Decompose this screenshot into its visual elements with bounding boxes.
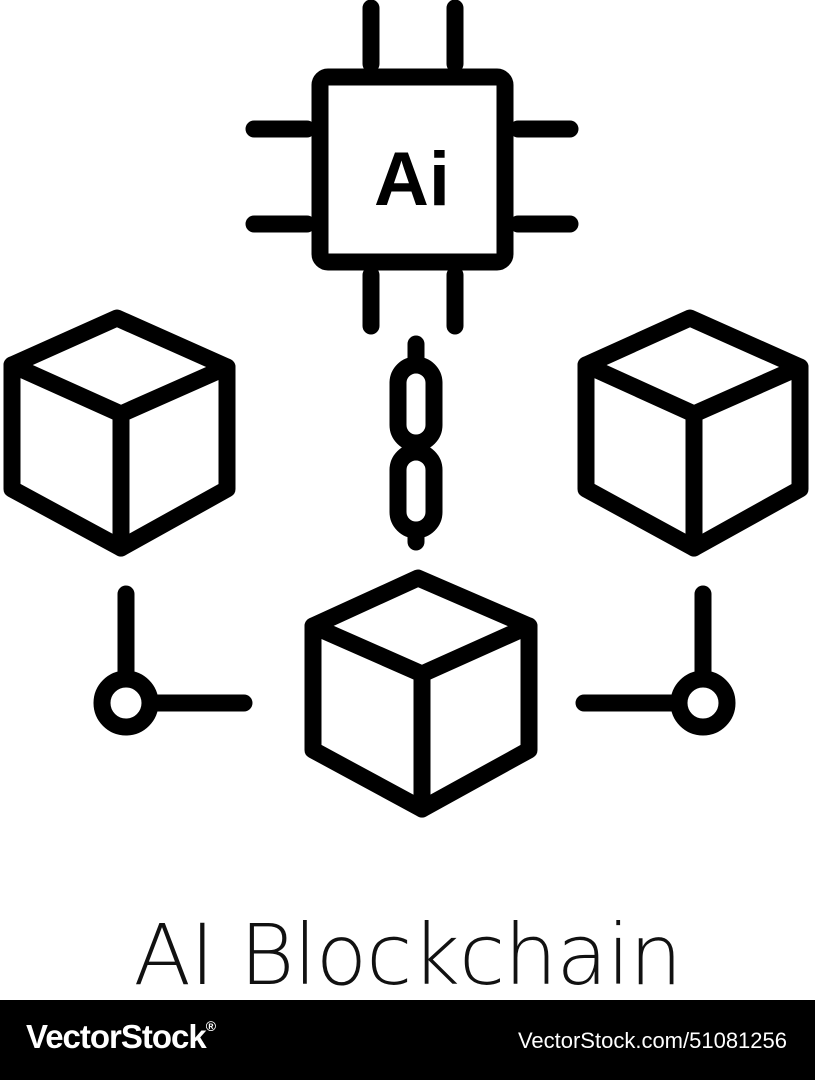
vectorstock-logo: VectorStock® (26, 1018, 216, 1056)
chain-link-icon (389, 335, 443, 551)
illustration-caption: AI Blockchain (133, 906, 683, 1004)
block-cube-icon (304, 569, 538, 818)
network-node-icon (93, 585, 253, 736)
watermark-footer: VectorStock® VectorStock.com/51081256 (0, 1000, 815, 1080)
logo-text: VectorStock (26, 1018, 207, 1055)
ai-chip-icon (245, 0, 579, 335)
chip-label: Ai (374, 137, 450, 222)
ai-blockchain-illustration: Ai (3, 0, 809, 818)
block-cube-icon (577, 309, 809, 557)
network-node-icon (575, 585, 736, 736)
block-cube-icon (3, 309, 236, 557)
registered-mark: ® (205, 1018, 216, 1034)
image-reference: VectorStock.com/51081256 (517, 1028, 787, 1053)
